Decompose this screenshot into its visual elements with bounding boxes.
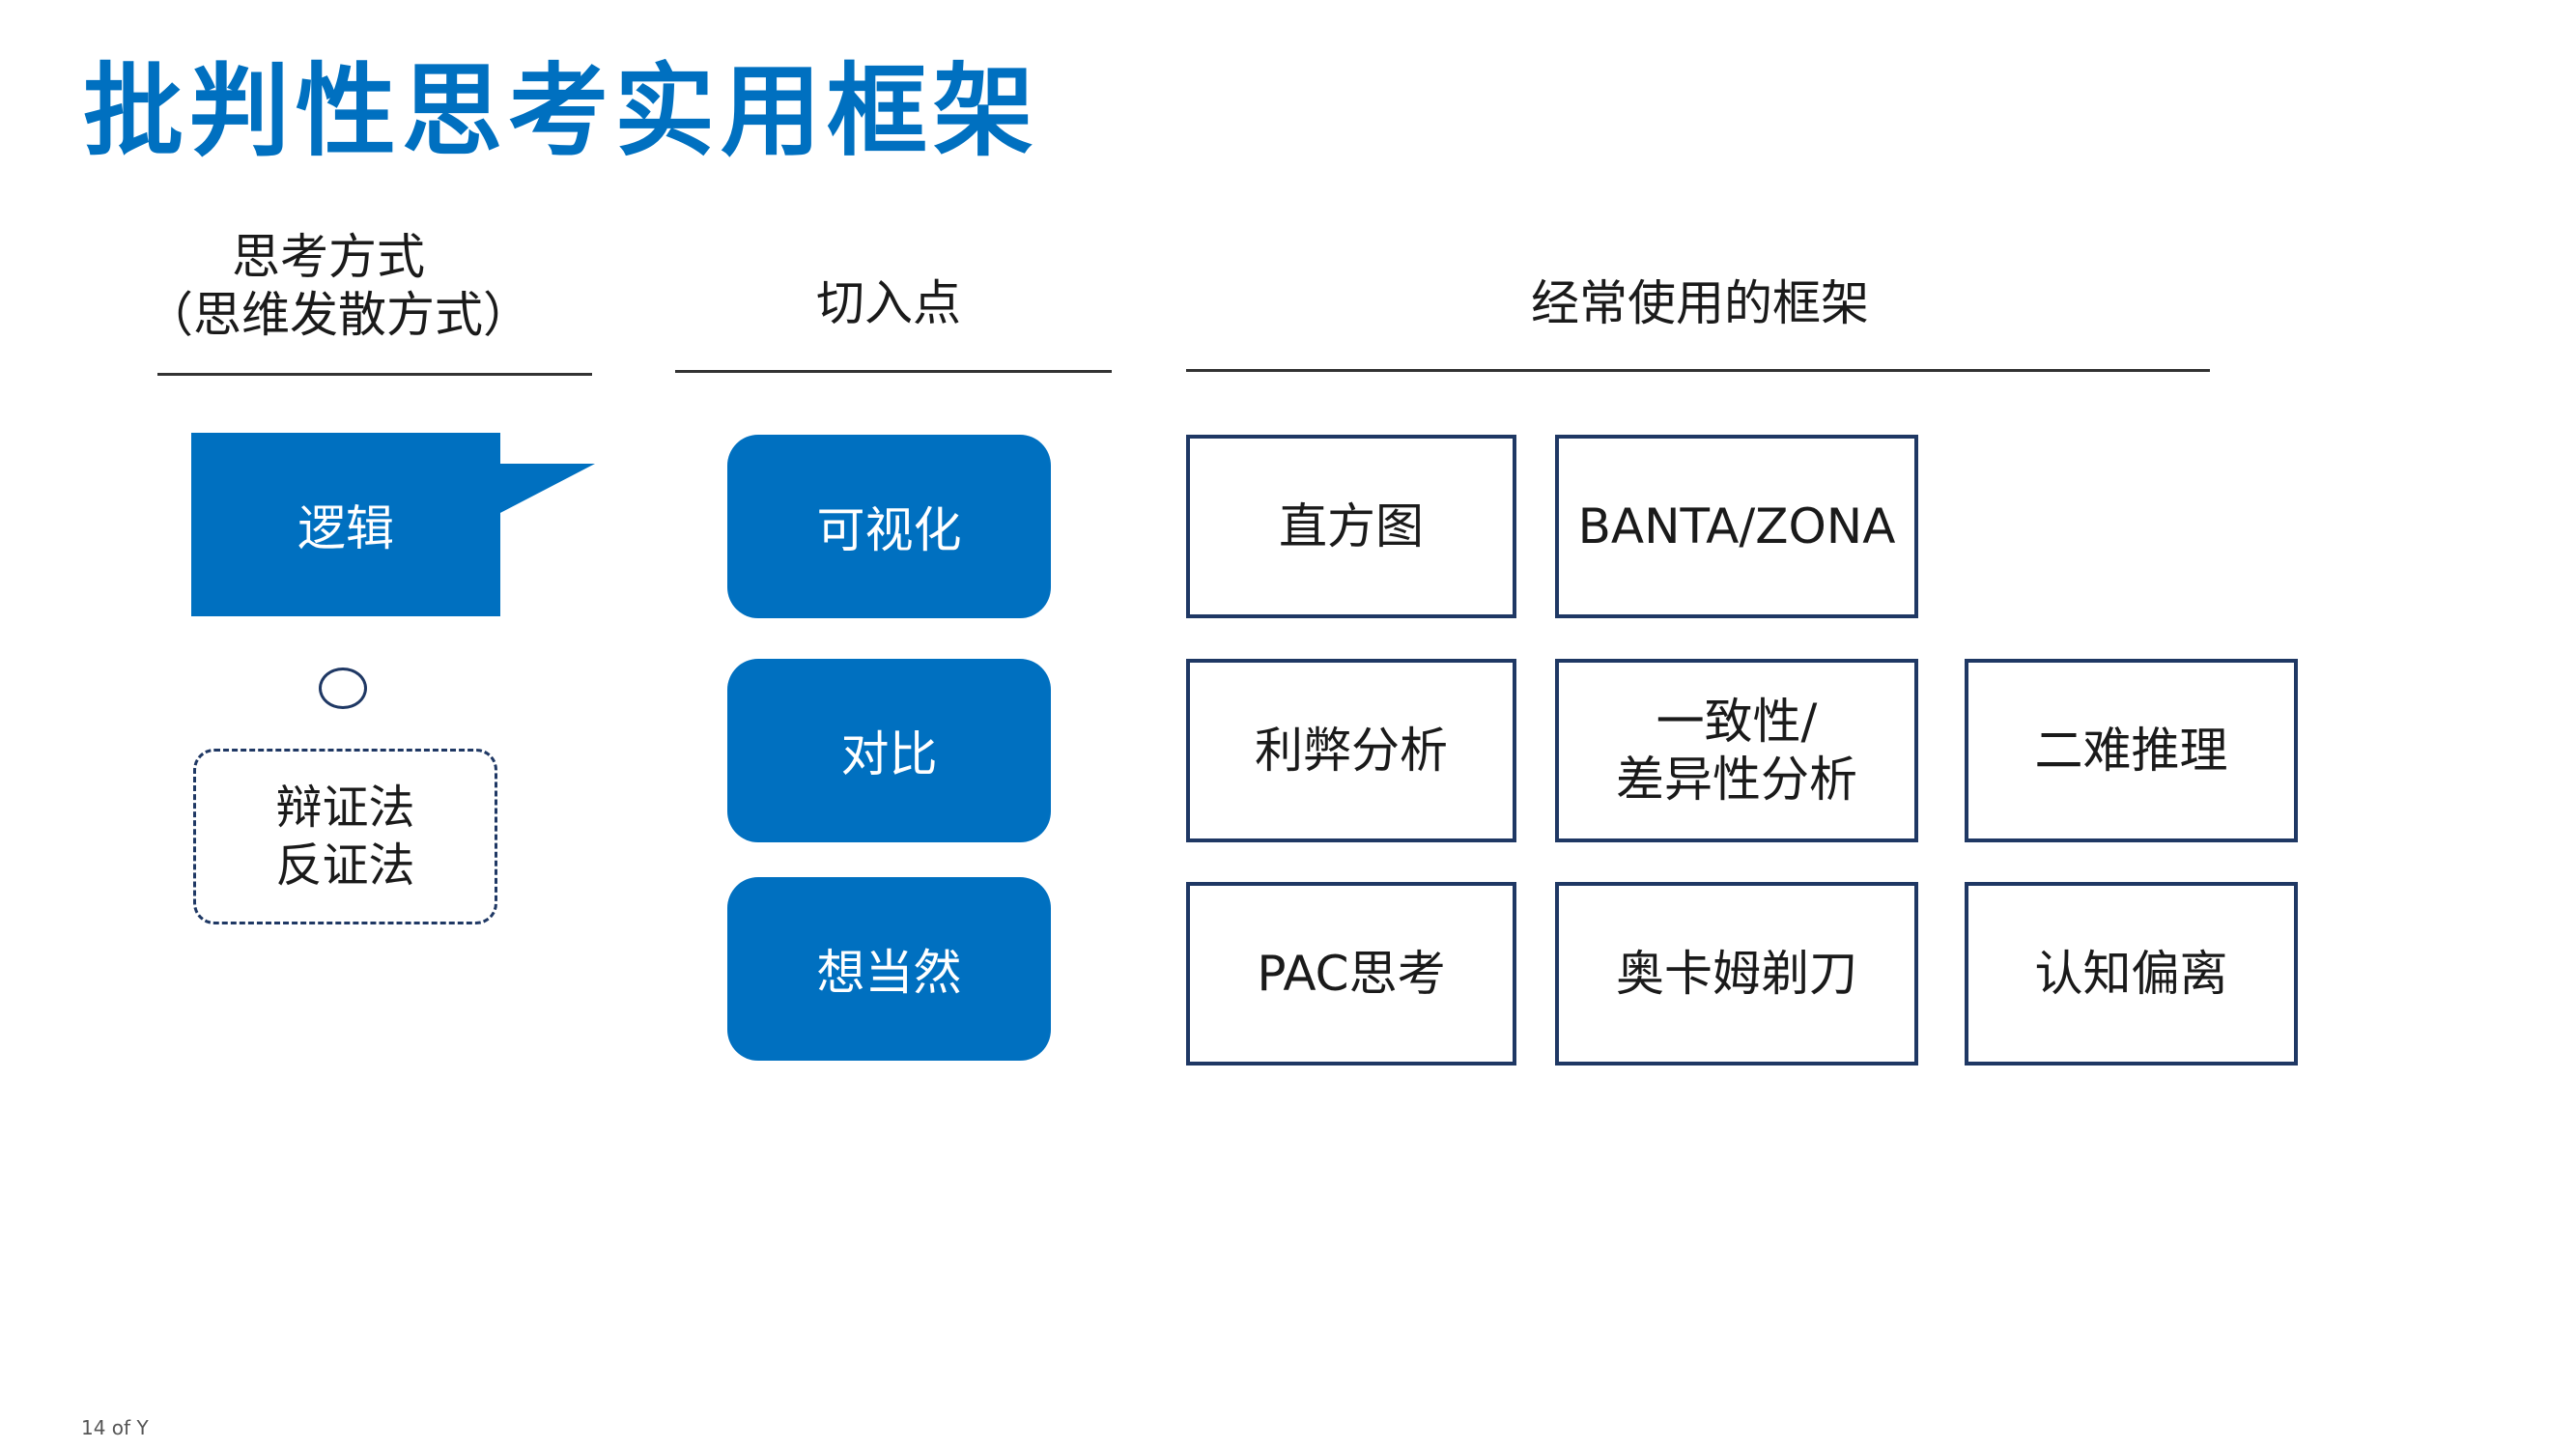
dialectic-line2: 反证法 bbox=[275, 838, 415, 893]
header-thinking-mode-line1: 思考方式 bbox=[232, 229, 425, 285]
framework-histogram-label: 直方图 bbox=[1279, 498, 1424, 554]
framework-cognitive-bias: 认知偏离 bbox=[1965, 882, 2298, 1065]
framework-histogram: 直方图 bbox=[1186, 435, 1516, 618]
entry-visualize-label: 可视化 bbox=[816, 502, 962, 558]
framework-banta-zona-label: BANTA/ZONA bbox=[1577, 498, 1896, 554]
page-title: 批判性思考实用框架 bbox=[83, 52, 1040, 170]
header-rule-entry-point bbox=[675, 370, 1112, 373]
header-frameworks: 经常使用的框架 bbox=[1531, 275, 1869, 331]
header-entry-point: 切入点 bbox=[816, 275, 961, 331]
framework-consistency-line1: 一致性/ bbox=[1656, 694, 1818, 750]
page-number: 14 of Y bbox=[81, 1416, 149, 1439]
framework-pros-cons-label: 利弊分析 bbox=[1255, 723, 1448, 779]
framework-pac-label: PAC思考 bbox=[1257, 946, 1446, 1002]
header-rule-frameworks bbox=[1186, 369, 2210, 372]
framework-banta-zona: BANTA/ZONA bbox=[1555, 435, 1918, 618]
dialectic-box: 辩证法 反证法 bbox=[193, 749, 497, 924]
entry-assumption: 想当然 bbox=[727, 877, 1051, 1061]
entry-assumption-label: 想当然 bbox=[816, 945, 962, 1001]
connector-circle bbox=[319, 668, 367, 709]
framework-consistency-difference: 一致性/ 差异性分析 bbox=[1555, 659, 1918, 842]
entry-compare: 对比 bbox=[727, 659, 1051, 842]
framework-occams-razor-label: 奥卡姆剃刀 bbox=[1616, 946, 1857, 1002]
framework-consistency-line2: 差异性分析 bbox=[1616, 752, 1857, 808]
framework-occams-razor: 奥卡姆剃刀 bbox=[1555, 882, 1918, 1065]
dialectic-line1: 辩证法 bbox=[275, 781, 415, 835]
framework-dilemma-label: 二难推理 bbox=[2034, 723, 2228, 779]
entry-compare-label: 对比 bbox=[840, 726, 938, 782]
header-thinking-mode: 思考方式 （思维发散方式） bbox=[145, 228, 531, 344]
framework-dilemma: 二难推理 bbox=[1965, 659, 2298, 842]
framework-pros-cons: 利弊分析 bbox=[1186, 659, 1516, 842]
logic-label: 逻辑 bbox=[297, 500, 394, 556]
logic-box: 逻辑 bbox=[191, 433, 500, 616]
framework-cognitive-bias-label: 认知偏离 bbox=[2034, 946, 2228, 1002]
header-thinking-mode-line2: （思维发散方式） bbox=[145, 287, 531, 343]
header-rule-thinking-mode bbox=[157, 373, 592, 376]
framework-pac: PAC思考 bbox=[1186, 882, 1516, 1065]
entry-visualize: 可视化 bbox=[727, 435, 1051, 618]
